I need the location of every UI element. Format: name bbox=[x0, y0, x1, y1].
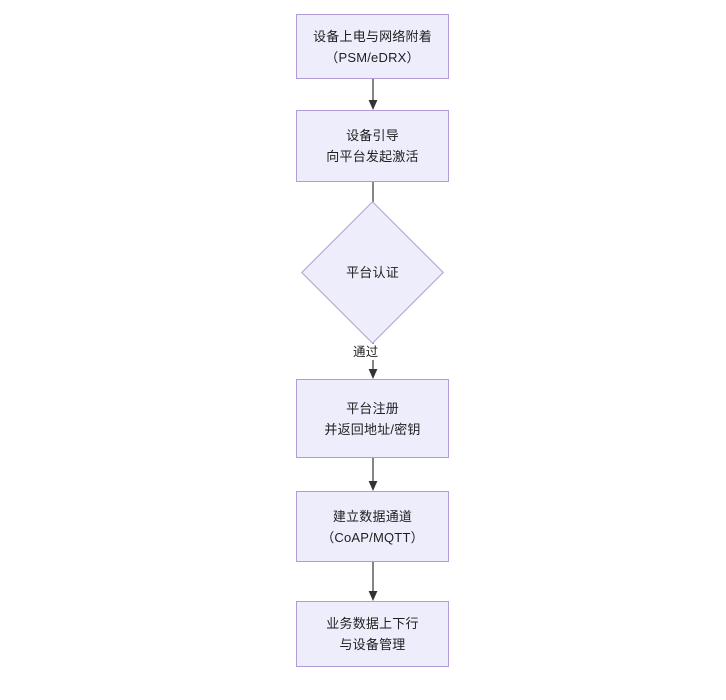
edge-data-channel-to-service-data bbox=[366, 562, 380, 601]
node-service-data-line1: 业务数据上下行 bbox=[326, 616, 419, 631]
edge-platform-register-to-data-channel bbox=[366, 458, 380, 491]
node-data-channel[interactable]: 建立数据通道 （CoAP/MQTT） bbox=[296, 491, 449, 562]
node-platform-auth[interactable]: 平台认证 bbox=[301, 201, 444, 344]
node-data-channel-line2: （CoAP/MQTT） bbox=[321, 529, 424, 545]
node-platform-register[interactable]: 平台注册 并返回地址/密钥 bbox=[296, 379, 449, 458]
node-platform-register-line1: 平台注册 bbox=[346, 400, 399, 416]
node-bootstrap[interactable]: 设备引导 向平台发起激活 bbox=[296, 110, 449, 182]
node-service-data[interactable]: 业务数据上下行 与设备管理 bbox=[296, 601, 449, 667]
edge-arrow-icon bbox=[368, 79, 378, 110]
edge-arrow-icon bbox=[368, 458, 378, 491]
edge-power-on-to-bootstrap bbox=[366, 79, 380, 110]
node-power-on-line2: （PSM/eDRX） bbox=[325, 49, 420, 65]
node-bootstrap-line1: 设备引导 bbox=[346, 128, 399, 143]
node-bootstrap-line2: 向平台发起激活 bbox=[326, 149, 419, 164]
node-platform-auth-label: 平台认证 bbox=[346, 265, 399, 280]
edge-label-pass: 通过 bbox=[352, 344, 380, 360]
node-power-on-line1: 设备上电与网络附着 bbox=[313, 28, 432, 44]
edge-arrow-icon bbox=[368, 562, 378, 601]
node-platform-register-line2: 并返回地址/密钥 bbox=[324, 421, 421, 437]
node-service-data-line2: 与设备管理 bbox=[339, 637, 406, 652]
node-power-on[interactable]: 设备上电与网络附着 （PSM/eDRX） bbox=[296, 14, 449, 79]
node-data-channel-line1: 建立数据通道 bbox=[332, 508, 413, 524]
